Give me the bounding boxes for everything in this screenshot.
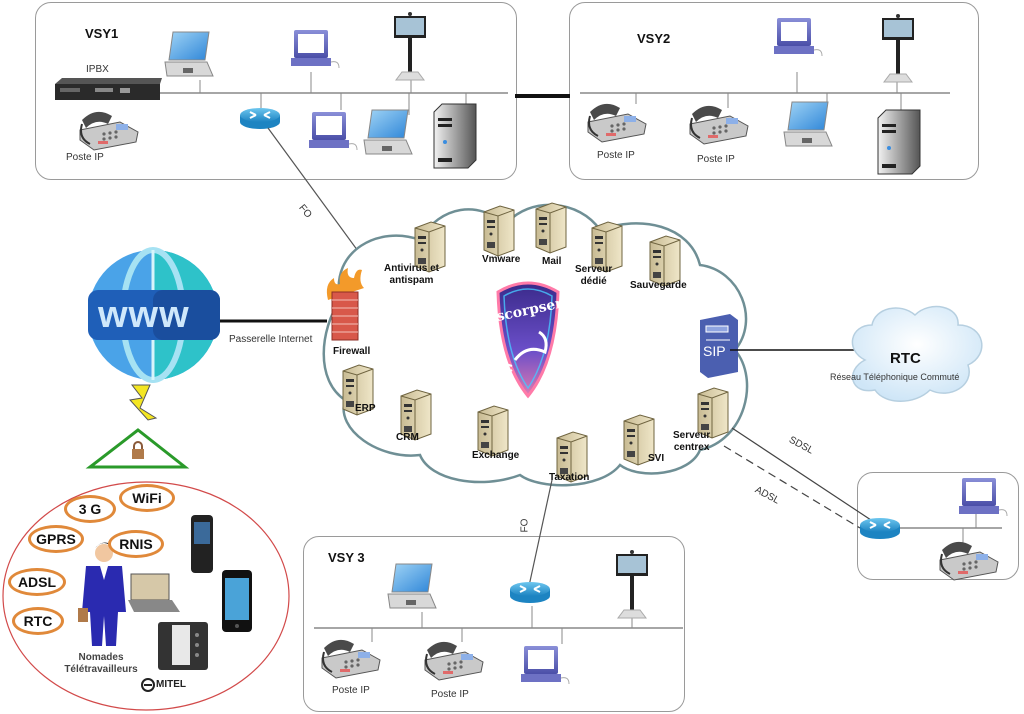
ip-phone-icon: [689, 104, 749, 145]
server-label-backup: Sauvegarde: [630, 280, 687, 291]
vsy2-network: [580, 13, 950, 175]
vsy3-network: [314, 549, 683, 685]
mitel-brand-label: MITEL: [156, 679, 186, 690]
server-label-mail: Mail: [542, 256, 562, 267]
antenna-triangle-icon: [85, 428, 190, 469]
videoconference-icon: [881, 13, 915, 83]
access-type-rnis: RNIS: [108, 530, 164, 558]
server-label-svi: SVI: [648, 453, 665, 464]
server-label-exchange: Exchange: [472, 450, 520, 461]
videoconference-icon: [393, 11, 427, 81]
server-icon: [483, 205, 515, 257]
internet-gateway-label: Passerelle Internet: [229, 334, 313, 345]
access-type-adsl: ADSL: [8, 568, 66, 596]
sip-server-icon: [700, 314, 738, 378]
www-label: www: [98, 294, 190, 336]
laptop-icon: [387, 563, 437, 609]
server-label-crm: CRM: [396, 432, 419, 443]
vsy1-title: VSY1: [85, 26, 119, 41]
desk-phone-icon: [158, 622, 208, 670]
fiber-link-vsy1: [267, 127, 367, 263]
ip-phone-label: Poste IP: [66, 152, 104, 163]
blackberry-phone-icon: [191, 515, 213, 573]
vsy2-title: VSY2: [637, 31, 671, 46]
server-label-line: Serveur: [575, 264, 613, 275]
desktop-icon: [290, 29, 340, 69]
ip-phone-icon: [424, 640, 484, 681]
nomads-caption-line: Nomades: [78, 652, 124, 663]
router-icon: [509, 581, 551, 604]
scorpsen-logo: [496, 281, 560, 399]
router-icon: [239, 107, 281, 130]
server-label-vmware: Vmware: [482, 254, 521, 265]
desktop-icon: [308, 111, 358, 151]
server-label-line: antispam: [389, 275, 434, 286]
desktop-icon: [773, 17, 823, 57]
laptop-icon: [783, 101, 833, 147]
server-label-line: centrex: [673, 442, 710, 453]
ip-phone-label: Poste IP: [597, 150, 635, 161]
ip-phone-icon: [939, 540, 999, 581]
ip-phone-icon: [321, 638, 381, 679]
sdsl-link: [731, 427, 875, 523]
server-label-antivirus: Antivirus et antispam: [384, 263, 439, 287]
laptop-icon: [363, 109, 413, 155]
ip-phone-icon: [587, 102, 647, 143]
internet-globe-icon: [88, 247, 220, 383]
laptop-icon: [164, 31, 214, 77]
server-label-erp: ERP: [355, 403, 376, 414]
nomads-caption: Nomades Télétravailleurs: [56, 652, 146, 676]
tower-pc-icon: [433, 103, 477, 169]
server-label-line: Serveur: [673, 430, 711, 441]
fo-link-label: FO: [519, 518, 531, 533]
sip-label: SIP: [703, 343, 726, 359]
wireless-link-icon: [129, 384, 158, 421]
padlock-icon: [132, 441, 144, 459]
server-label-line: Antivirus et: [384, 263, 440, 274]
access-type-rtc: RTC: [12, 607, 64, 635]
ipbx-label: IPBX: [86, 64, 109, 75]
desktop-icon: [958, 477, 1008, 517]
ip-phone-label: Poste IP: [332, 685, 370, 696]
adsl-link: [723, 445, 861, 529]
vsy1-network: [55, 11, 508, 169]
ip-phone-label: Poste IP: [431, 689, 469, 700]
ipbx-icon: [55, 78, 162, 100]
rtc-subtitle: Réseau Téléphonique Commuté: [830, 372, 960, 382]
server-label-line: dédié: [580, 276, 607, 287]
server-label-dedicated: Serveur dédié: [575, 264, 612, 288]
desktop-icon: [520, 645, 570, 685]
firewall-label: Firewall: [333, 346, 371, 357]
server-icon: [477, 405, 509, 457]
vsy3-title: VSY 3: [328, 550, 365, 565]
nomads-caption-line: Télétravailleurs: [64, 664, 138, 675]
rtc-title: RTC: [890, 350, 921, 367]
rtc-cloud: [851, 305, 983, 402]
nomad-laptop-icon: [128, 573, 180, 612]
access-type-wifi: WiFi: [119, 484, 175, 512]
fiber-link-vsy3: [528, 479, 553, 587]
ip-phone-icon: [79, 110, 139, 151]
server-label-centrex: Serveur centrex: [673, 430, 710, 454]
router-icon: [859, 517, 901, 540]
firewall-icon: [326, 268, 364, 341]
server-label-taxation: Taxation: [549, 472, 590, 483]
server-icon: [649, 235, 681, 287]
mitel-logo-icon: [141, 678, 155, 692]
access-type-3g: 3 G: [64, 495, 116, 523]
videoconference-icon: [615, 549, 649, 619]
tower-pc-icon: [877, 109, 921, 175]
remote-branch-network: [859, 477, 1008, 581]
access-type-gprs: GPRS: [28, 525, 84, 553]
server-icon: [535, 202, 567, 254]
ip-phone-label: Poste IP: [697, 154, 735, 165]
smartphone-icon: [222, 570, 252, 632]
